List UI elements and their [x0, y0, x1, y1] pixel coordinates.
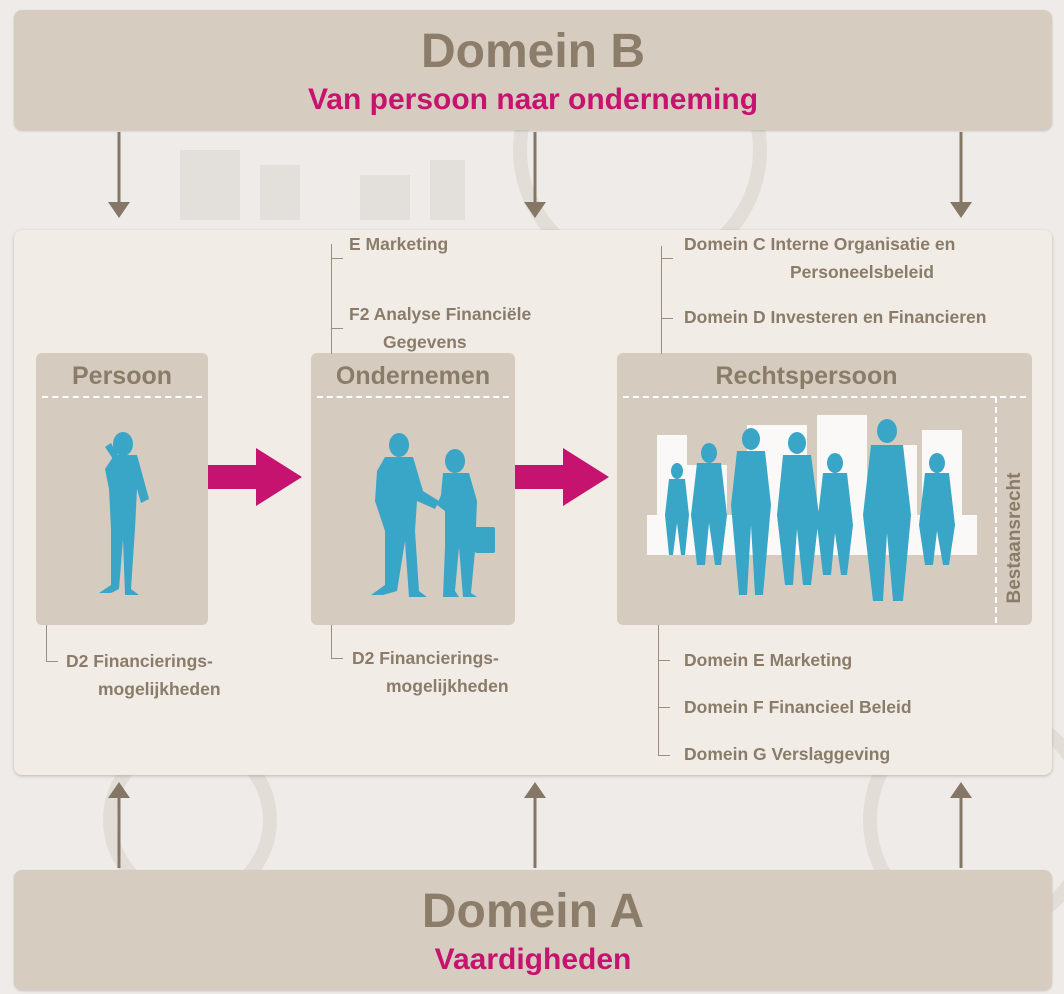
label-persoon-d2: D2 Financierings-	[66, 651, 213, 671]
bracket-tick	[658, 755, 670, 756]
card-rechtspersoon: Rechtspersoon	[617, 353, 1032, 625]
bracket-tick	[661, 318, 673, 319]
bracket-tick	[661, 258, 673, 259]
card-rechtspersoon-title: Rechtspersoon	[715, 362, 898, 390]
bracket-tick	[46, 661, 58, 662]
label-domein-c: Domein C Interne Organisatie en	[684, 234, 956, 254]
vertical-divider	[995, 397, 997, 623]
domain-b-box: Domein B Van persoon naar onderneming	[14, 10, 1052, 130]
domain-b-title: Domein B	[420, 25, 645, 78]
person-figure-icon	[99, 432, 149, 595]
bracket-tick	[331, 658, 343, 659]
label-domein-g: Domein G Verslaggeving	[684, 744, 891, 764]
card-divider	[42, 396, 202, 398]
domain-a-box: Domein A Vaardigheden	[14, 870, 1052, 990]
bracket-line	[658, 625, 659, 756]
label-ondernemen-d2-line2: mogelijkheden	[386, 676, 509, 696]
card-divider	[623, 396, 1026, 398]
bracket-tick	[331, 328, 343, 329]
bracket-line	[661, 246, 662, 354]
card-ondernemen: Ondernemen	[311, 353, 515, 625]
label-e-marketing: E Marketing	[349, 234, 449, 254]
label-f2-analyse-line2: Gegevens	[383, 332, 467, 352]
bestaansrecht-label: Bestaansrecht	[1004, 472, 1025, 604]
bracket-line	[331, 244, 332, 354]
bracket-tick	[331, 258, 343, 259]
label-persoon-d2-line2: mogelijkheden	[98, 679, 221, 699]
card-divider	[317, 396, 509, 398]
bracket-line	[331, 625, 332, 659]
card-persoon: Persoon	[36, 353, 208, 625]
domain-a-subtitle: Vaardigheden	[434, 943, 632, 976]
group-of-people-icon	[647, 415, 977, 601]
bracket-line	[46, 625, 47, 662]
domain-a-title: Domein A	[421, 885, 645, 938]
label-domein-c-line2: Personeelsbeleid	[790, 262, 934, 282]
card-ondernemen-title: Ondernemen	[335, 362, 491, 390]
bracket-tick	[658, 660, 670, 661]
handshake-figures-icon	[371, 433, 495, 597]
label-ondernemen-d2: D2 Financierings-	[352, 648, 499, 668]
card-persoon-title: Persoon	[71, 362, 173, 390]
label-domein-e: Domein E Marketing	[684, 650, 853, 670]
label-f2-analyse: F2 Analyse Financiële	[349, 304, 532, 324]
bracket-tick	[658, 707, 670, 708]
label-domein-d: Domein D Investeren en Financieren	[684, 307, 987, 327]
label-domein-f: Domein F Financieel Beleid	[684, 697, 912, 717]
domain-b-subtitle: Van persoon naar onderneming	[307, 83, 759, 116]
